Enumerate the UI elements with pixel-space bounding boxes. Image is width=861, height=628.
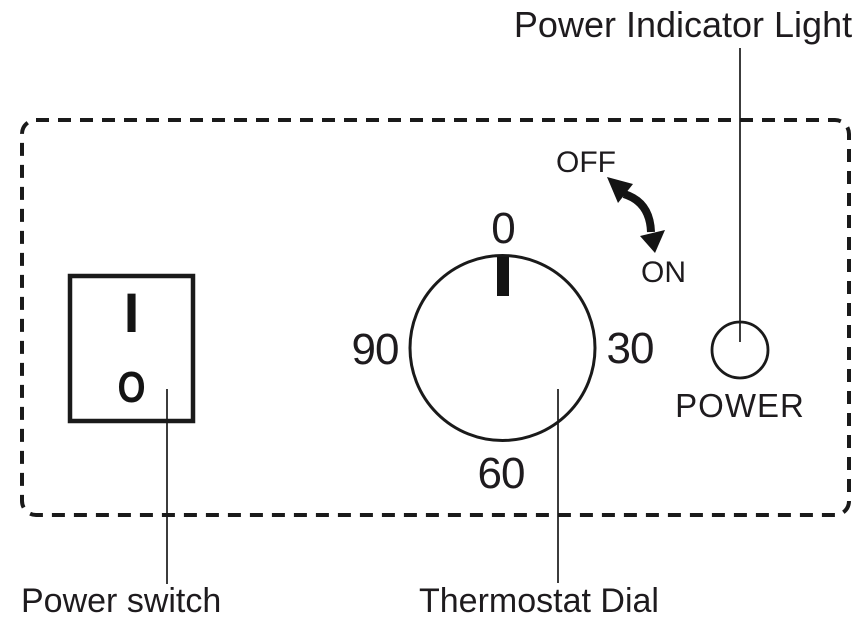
thermostat-dial-knob (408, 254, 597, 442)
power-indicator-caption: POWER (675, 387, 805, 424)
dial-scale-90: 90 (351, 325, 400, 374)
dial-off-label: OFF (556, 146, 616, 179)
thermostat-dial-caption: Thermostat Dial (419, 582, 659, 620)
dial-scale-0: 0 (491, 204, 515, 253)
rotation-arrow-icon (607, 177, 665, 253)
switch-on-symbol: I (123, 280, 140, 344)
panel-outline (20, 118, 851, 517)
dial-scale-60: 60 (477, 449, 526, 498)
power-switch-body (67, 273, 196, 424)
dial-on-label: ON (641, 256, 686, 289)
power-switch-caption: Power switch (21, 582, 222, 620)
dial-scale-30: 30 (606, 324, 655, 373)
dial-pointer-icon (497, 257, 509, 296)
switch-off-symbol: O (117, 363, 146, 412)
power-indicator-title: Power Indicator Light (513, 4, 853, 45)
